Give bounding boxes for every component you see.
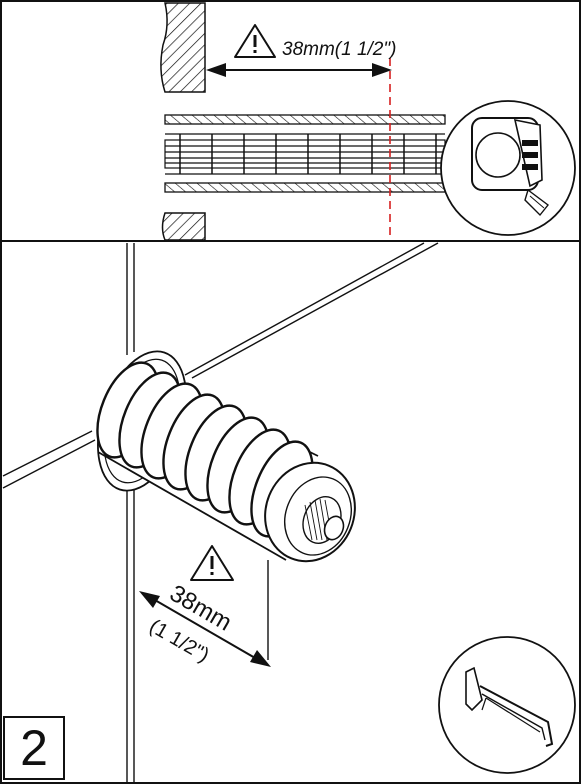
warning-triangle-icon: [190, 545, 234, 581]
wall-section: [160, 2, 206, 241]
dimension-arrow-right: [372, 63, 392, 77]
top-panel: 38mm(1 1/2"): [160, 2, 576, 241]
dimension-arrow-left: [206, 63, 226, 77]
bottom-dimension-arrow: [139, 591, 271, 667]
ribbed-hose: [96, 361, 356, 565]
hacksaw-icon: [438, 636, 576, 774]
step-number: 2: [20, 720, 48, 776]
warning-triangle-icon: [234, 24, 276, 58]
tape-measure-icon: [440, 100, 576, 236]
bottom-panel: 38mm (1 1/2"): [2, 242, 576, 782]
pipe-section: [164, 114, 446, 193]
wall-corner-lines: [2, 242, 439, 782]
top-measurement-label: 38mm(1 1/2"): [282, 39, 396, 60]
step-number-box: 2: [3, 716, 65, 780]
